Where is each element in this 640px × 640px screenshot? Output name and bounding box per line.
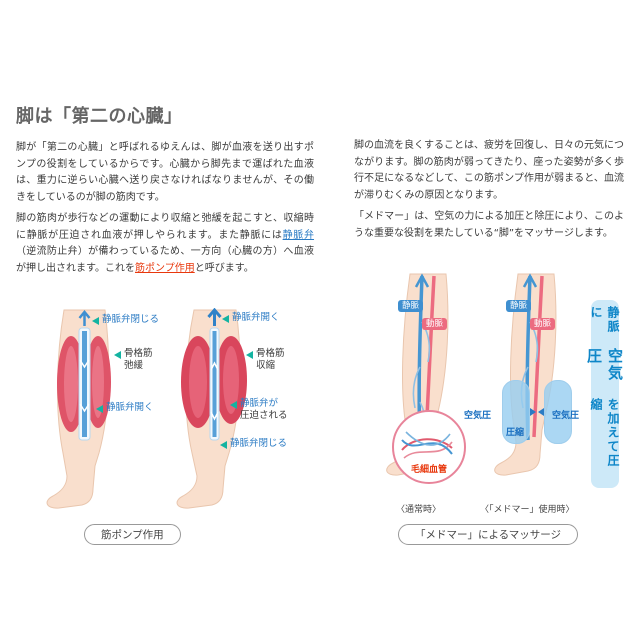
left-paragraph-2-text-c: と呼びます。 xyxy=(194,262,254,274)
right-paragraph-1-text: 脚の血流を良くすることは、疲労を回復し、日々の元気につながります。脚の筋肉が弱っ… xyxy=(354,140,624,201)
air-pressure-left-label: 空気圧 xyxy=(464,411,492,421)
teal-arrow-icon xyxy=(96,405,103,413)
left-paragraph-2: 脚の筋肉が歩行などの運動により収縮と弛緩を起こすと、収縮時に静脈が圧迫され血液が… xyxy=(16,211,314,277)
muscle-pump-illustration: 静脈弁閉じる 静脈弁開く 骨格筋 弛緩 骨格筋 収縮 静脈弁開く xyxy=(16,300,346,522)
left-paragraph-2-text-b: （逆流防止弁）が備わっているため、一方向（心臓の方）へ血液が押し出されます。これ… xyxy=(16,246,314,274)
normal-state-label: 〈通常時〉 xyxy=(396,505,442,515)
air-pad-right xyxy=(544,380,572,444)
left-text-column: 脚が「第二の心臓」と呼ばれるゆえんは、脚が血液を送り出すポンプの役割をしているか… xyxy=(16,140,314,282)
label-muscle-relax-text: 骨格筋 弛緩 xyxy=(124,348,153,372)
muscle-pump-link[interactable]: 筋ポンプ作用 xyxy=(135,262,195,274)
label-valve-close-bottom-text: 静脈弁閉じる xyxy=(230,438,288,449)
left-paragraph-2-text-a: 脚の筋肉が歩行などの運動により収縮と弛緩を起こすと、収縮時に静脈が圧迫され血液が… xyxy=(16,213,314,241)
teal-arrow-icon xyxy=(92,317,99,325)
relaxed-leg-figure xyxy=(46,309,111,509)
vein-chip-normal: 静脈 xyxy=(398,300,424,313)
teal-arrow-icon xyxy=(220,441,227,449)
label-muscle-contract-text: 骨格筋 収縮 xyxy=(256,348,285,372)
label-valve-close-top: 静脈弁閉じる xyxy=(92,314,159,326)
artery-chip-normal: 動脈 xyxy=(422,318,448,331)
medomer-state-label: 〈「メドマー」使用時〉 xyxy=(480,505,575,515)
right-paragraph-2-text: 「メドマー」は、空気の力による加圧と除圧により、このような重要な役割を果たしてい… xyxy=(354,211,624,239)
label-muscle-relax: 骨格筋 弛緩 xyxy=(114,348,153,373)
capillary-label: 毛細血管 xyxy=(410,465,448,475)
label-valve-open-bottom-text: 静脈弁開く xyxy=(106,402,154,413)
compression-arrow-left-icon xyxy=(538,408,544,416)
vein-chip-medomer: 静脈 xyxy=(506,300,532,313)
right-text-column: 脚の血流を良くすることは、疲労を回復し、日々の元気につながります。脚の筋肉が弱っ… xyxy=(354,138,624,247)
label-valve-compressed-text: 静脈弁が 圧迫される xyxy=(240,398,288,422)
label-valve-close-top-text: 静脈弁閉じる xyxy=(102,314,160,325)
right-paragraph-1: 脚の血流を良くすることは、疲労を回復し、日々の元気につながります。脚の筋肉が弱っ… xyxy=(354,138,624,204)
teal-arrow-icon xyxy=(246,351,253,359)
air-pressure-right-label: 空気圧 xyxy=(552,411,580,421)
page-title: 脚は「第二の心臓」 xyxy=(16,106,183,128)
label-valve-open-bottom: 静脈弁開く xyxy=(96,402,154,414)
label-valve-compressed: 静脈弁が 圧迫される xyxy=(230,398,288,423)
label-muscle-contract: 骨格筋 収縮 xyxy=(246,348,285,373)
right-paragraph-2: 「メドマー」は、空気の力による加圧と除圧により、このような重要な役割を果たしてい… xyxy=(354,209,624,242)
left-paragraph-1: 脚が「第二の心臓」と呼ばれるゆえんは、脚が血液を送り出すポンプの役割をしているか… xyxy=(16,140,314,206)
medomer-caption: 「メドマー」によるマッサージ xyxy=(398,524,579,545)
teal-arrow-icon xyxy=(114,351,121,359)
label-valve-open-top: 静脈弁開く xyxy=(222,312,280,324)
teal-arrow-icon xyxy=(222,315,229,323)
banner-text-2: 空気圧 xyxy=(585,347,624,382)
compression-arrow-right-icon xyxy=(530,408,536,416)
contracted-leg-figure xyxy=(176,308,247,509)
artery-chip-medomer: 動脈 xyxy=(530,318,556,331)
capillary-inset-circle: 毛細血管 xyxy=(392,410,466,484)
capillary-mesh-drawing xyxy=(401,431,453,459)
air-pressure-banner: 静脈に空気圧を加えて圧縮 xyxy=(585,300,624,488)
air-pad-left xyxy=(502,380,530,444)
banner-text-1: 静脈に xyxy=(589,306,620,334)
compress-label: 圧縮 xyxy=(506,428,525,438)
label-valve-close-bottom: 静脈弁閉じる xyxy=(220,438,287,450)
left-paragraph-1-text: 脚が「第二の心臓」と呼ばれるゆえんは、脚が血液を送り出すポンプの役割をしているか… xyxy=(16,142,314,203)
teal-arrow-icon xyxy=(230,401,237,409)
vein-valve-link[interactable]: 静脈弁 xyxy=(282,229,315,241)
banner-text-3: を加えて圧縮 xyxy=(589,398,620,469)
label-valve-open-top-text: 静脈弁開く xyxy=(232,312,280,323)
muscle-pump-caption: 筋ポンプ作用 xyxy=(84,524,181,545)
medomer-illustration: 静脈 動脈 静脈 動脈 毛細血管 空気圧 圧縮 空気圧 〈通常時〉 〈「メドマー… xyxy=(352,260,594,518)
